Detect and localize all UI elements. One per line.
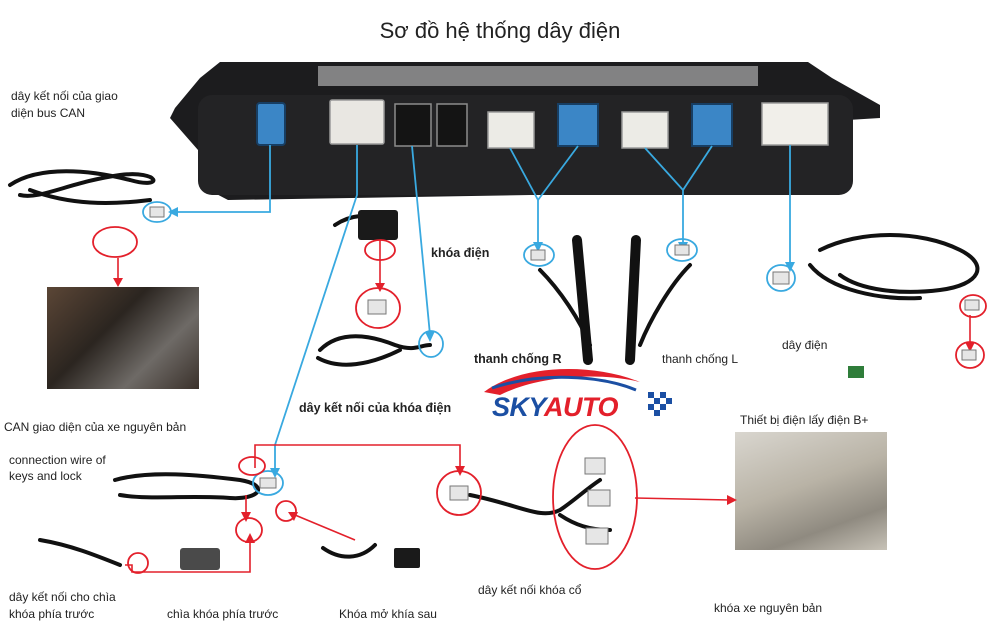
blue-circles <box>142 201 796 496</box>
label-strut-l: thanh chống L <box>662 352 739 366</box>
blue-pointers <box>175 145 791 470</box>
b-plus-device-photo <box>735 432 887 550</box>
devices <box>180 210 864 570</box>
connector-plugs <box>149 206 980 545</box>
rear-lock-switch <box>394 548 420 568</box>
power-connector <box>761 102 829 146</box>
label-door-lock-wire: dây kết nối khóa cổ <box>478 583 582 597</box>
skyauto-logo: SKYAUTO <box>492 392 619 423</box>
label-strut-r: thanh chống R <box>474 352 562 366</box>
label-ignition: khóa điện <box>431 246 490 260</box>
red-circles <box>92 226 987 574</box>
logo-sky: SKY <box>492 392 545 422</box>
label-can-original: CAN giao diện của xe nguyên bản <box>4 420 187 434</box>
module-connectors <box>256 99 829 149</box>
logo-auto: AUTO <box>544 392 619 422</box>
strut-l-connector-white <box>621 111 669 149</box>
label-original-lock: khóa xe nguyên bản <box>714 601 823 615</box>
label-front-key-wire-2: khóa phía trước <box>9 607 95 621</box>
label-rear-lock: Khóa mở khía sau <box>339 607 437 621</box>
strut-l-connector-blue <box>691 103 733 147</box>
label-ignition-wire: dây kết nối của khóa điện <box>299 401 452 415</box>
ignition-connector-b <box>436 103 468 147</box>
label-can-bus-1: dây kết nối của giao <box>11 89 118 103</box>
power-terminal <box>848 366 864 378</box>
label-b-plus: Thiết bị điện lấy điện B+ <box>740 413 869 427</box>
label-power-wire: dây điện <box>782 338 828 352</box>
strut-r-connector-white <box>487 111 535 149</box>
logo-graphic <box>484 369 672 416</box>
label-front-key-wire-1: dây kết nối cho chìa <box>9 590 116 604</box>
harnesses <box>8 169 980 567</box>
keys-connector <box>329 99 385 145</box>
can-connector <box>256 102 286 146</box>
diagram-title: Sơ đồ hệ thống dây điện <box>379 18 621 43</box>
front-key-module <box>180 548 220 570</box>
ignition-connector-a <box>394 103 432 147</box>
label-keys-lock-1: connection wire of <box>9 453 106 467</box>
strut-r-connector-blue <box>557 103 599 147</box>
label-can-bus-2: diện bus CAN <box>11 106 86 120</box>
can-interface-photo <box>47 287 199 389</box>
ignition-switch-body <box>358 210 398 240</box>
label-keys-lock-2: keys and lock <box>9 469 82 483</box>
label-front-key: chìa khóa phía trước <box>167 607 279 621</box>
